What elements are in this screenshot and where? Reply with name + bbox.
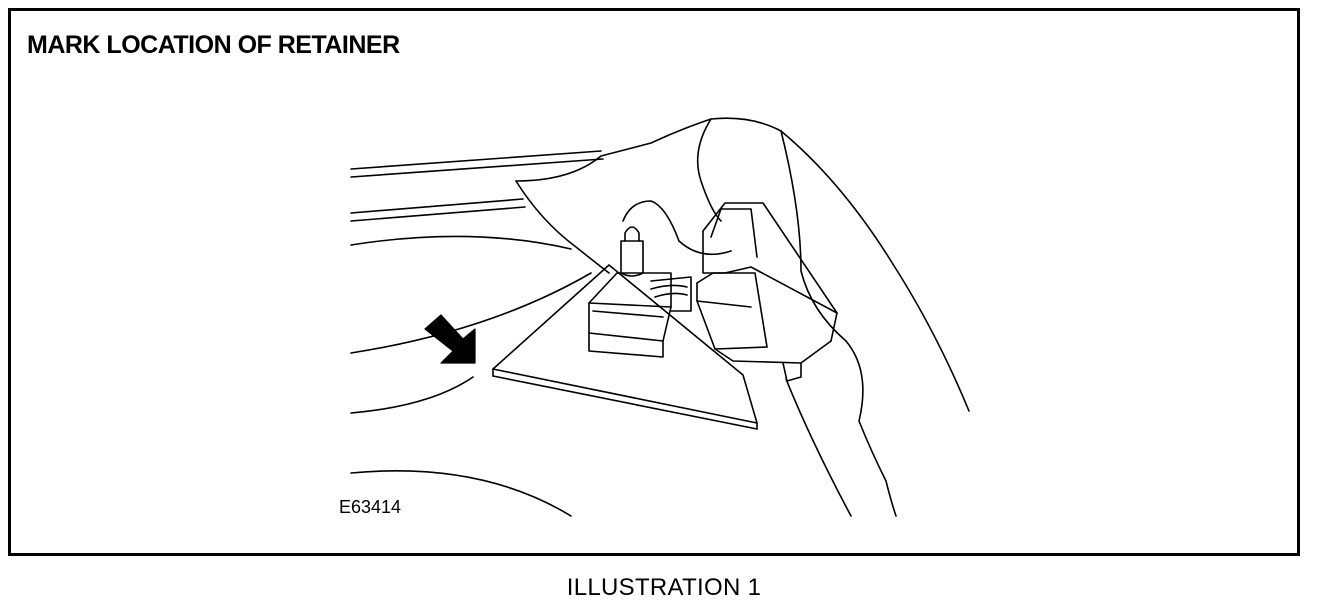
figure-id: E63414 [339, 497, 402, 517]
diagram-frame: MARK LOCATION OF RETAINER [8, 8, 1300, 556]
illustration-caption: ILLUSTRATION 1 [566, 574, 762, 601]
diagram-title: MARK LOCATION OF RETAINER [27, 31, 400, 59]
location-arrow [424, 314, 476, 364]
cover-flap [515, 117, 970, 517]
retainer-peg [620, 226, 644, 277]
mounting-plate [492, 264, 758, 430]
connector-housing [696, 202, 838, 382]
retainer-base-block [588, 272, 692, 358]
retainer-illustration [350, 117, 970, 517]
trim-lines [350, 150, 604, 517]
